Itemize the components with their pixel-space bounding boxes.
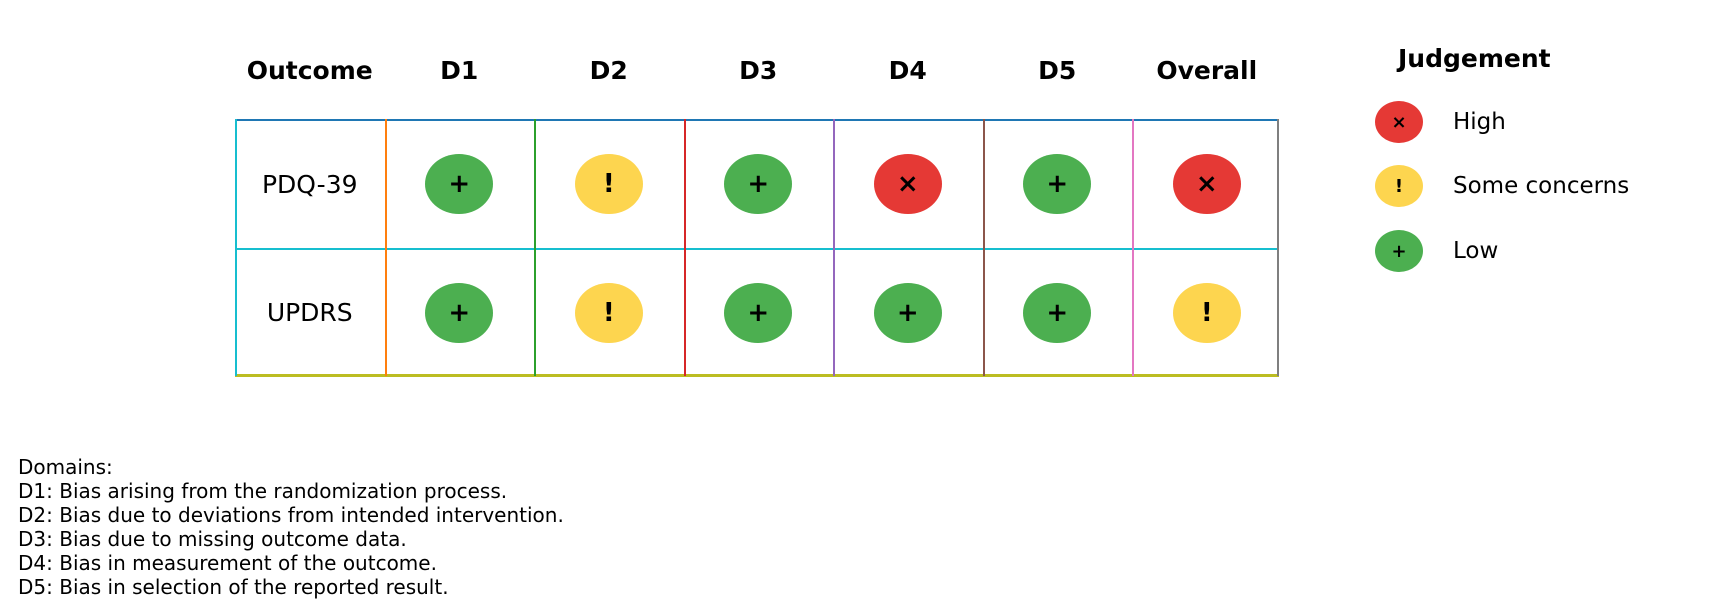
low-risk-icon: + bbox=[1023, 282, 1092, 343]
column-header-outcome: Outcome bbox=[246, 56, 373, 85]
column-header-d5: D5 bbox=[1038, 56, 1077, 85]
judgement-cell: ! bbox=[534, 120, 684, 248]
grid-line-middle bbox=[235, 247, 1279, 250]
high-risk-icon: × bbox=[1375, 101, 1423, 143]
grid-line-right bbox=[1277, 119, 1279, 376]
grid-line-bottom bbox=[235, 374, 1279, 377]
outcome-cell: PDQ-39 bbox=[235, 120, 385, 248]
legend-label: High bbox=[1453, 109, 1506, 135]
judgement-cell: ! bbox=[534, 249, 684, 377]
legend-label: Some concerns bbox=[1453, 173, 1630, 199]
column-header-d3: D3 bbox=[739, 56, 778, 85]
grid-line-col-3 bbox=[683, 119, 686, 376]
judgement-cell: + bbox=[684, 120, 834, 248]
grid-line-col-1 bbox=[384, 119, 387, 376]
outcome-cell: UPDRS bbox=[235, 249, 385, 377]
judgement-cell: + bbox=[385, 120, 535, 248]
low-risk-icon: + bbox=[873, 282, 942, 343]
grid-line-col-5 bbox=[982, 119, 985, 376]
domain-d2: D2: Bias due to deviations from intended… bbox=[18, 503, 564, 527]
column-header-d1: D1 bbox=[440, 56, 479, 85]
low-risk-icon: + bbox=[1375, 230, 1423, 272]
judgement-cell: + bbox=[983, 249, 1133, 377]
low-risk-icon: + bbox=[724, 154, 793, 214]
high-risk-icon: × bbox=[873, 154, 942, 214]
legend-item-low: + Low bbox=[1375, 230, 1498, 272]
judgement-cell: + bbox=[684, 249, 834, 377]
low-risk-icon: + bbox=[724, 282, 793, 343]
domain-d5: D5: Bias in selection of the reported re… bbox=[18, 575, 449, 599]
judgement-cell: × bbox=[833, 120, 983, 248]
domains-description: Domains: D1: Bias arising from the rando… bbox=[18, 455, 564, 599]
some-concerns-icon: ! bbox=[1172, 282, 1241, 343]
column-header-overall: Overall bbox=[1156, 56, 1258, 85]
grid-line-col-2 bbox=[534, 119, 536, 376]
some-concerns-icon: ! bbox=[574, 282, 643, 343]
column-header-d2: D2 bbox=[589, 56, 628, 85]
legend-item-some-concerns: ! Some concerns bbox=[1375, 165, 1629, 207]
domain-d3: D3: Bias due to missing outcome data. bbox=[18, 527, 407, 551]
judgement-cell: × bbox=[1132, 120, 1282, 248]
domains-title: Domains: bbox=[18, 455, 113, 479]
judgement-cell: + bbox=[385, 249, 535, 377]
some-concerns-icon: ! bbox=[574, 154, 643, 214]
judgement-cell: + bbox=[833, 249, 983, 377]
outcome-label: PDQ-39 bbox=[261, 169, 358, 199]
legend-label: Low bbox=[1453, 238, 1499, 264]
low-risk-icon: + bbox=[1023, 154, 1092, 214]
column-header-d4: D4 bbox=[888, 56, 927, 85]
high-risk-icon: × bbox=[1172, 154, 1241, 214]
judgement-cell: ! bbox=[1132, 249, 1282, 377]
risk-of-bias-table: PDQ-39 +! + × + × UPDRS +! + + +! bbox=[235, 119, 1282, 377]
low-risk-icon: + bbox=[425, 154, 494, 214]
some-concerns-icon: ! bbox=[1375, 165, 1423, 207]
grid-line-left bbox=[235, 119, 237, 376]
low-risk-icon: + bbox=[425, 282, 494, 343]
grid-line-col-4 bbox=[833, 119, 835, 376]
domain-d1: D1: Bias arising from the randomization … bbox=[18, 479, 508, 503]
grid-line-top bbox=[235, 119, 1279, 121]
outcome-label: UPDRS bbox=[266, 298, 353, 327]
legend-title: Judgement bbox=[1398, 44, 1551, 73]
domain-d4: D4: Bias in measurement of the outcome. bbox=[18, 551, 437, 575]
judgement-cell: + bbox=[983, 120, 1133, 248]
legend-item-high: × High bbox=[1375, 101, 1506, 143]
grid-line-col-6 bbox=[1132, 119, 1134, 376]
